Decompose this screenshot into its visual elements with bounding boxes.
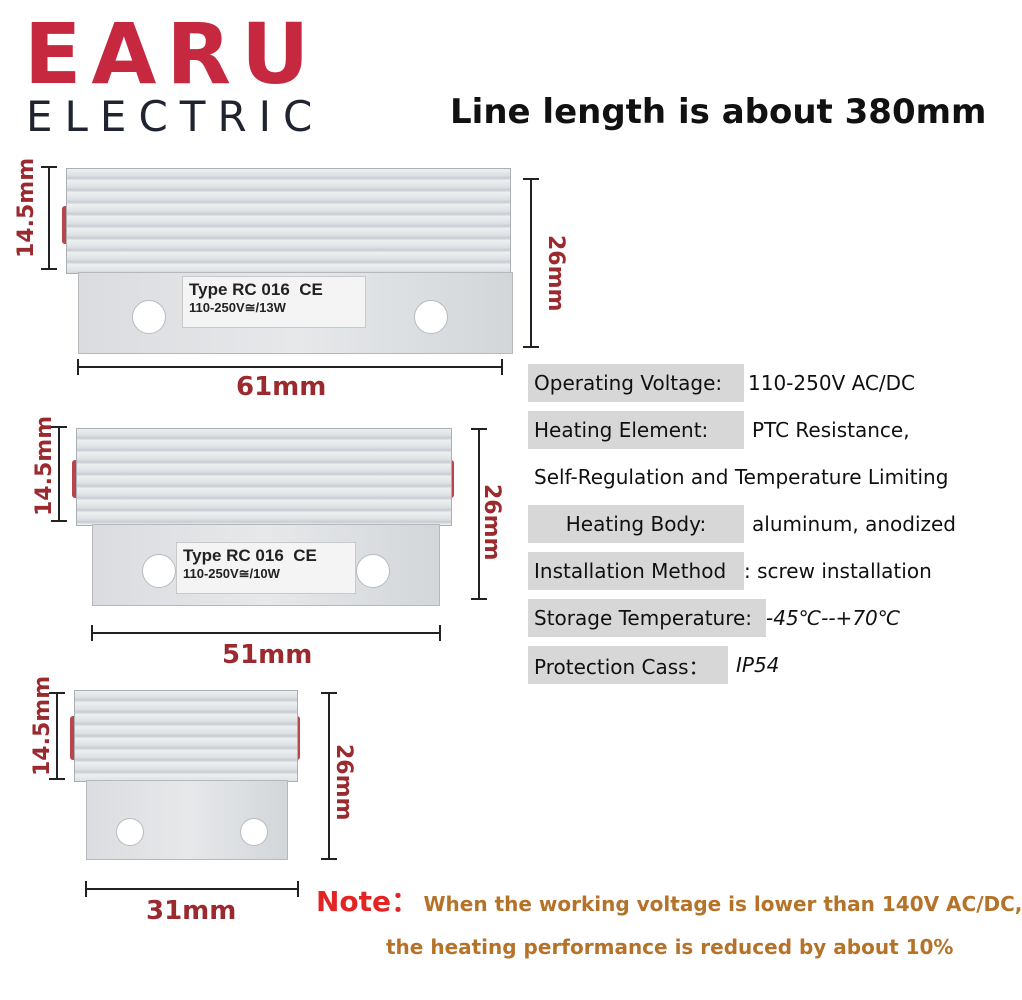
spec-label: Installation Method — [528, 552, 744, 590]
dim-tick — [321, 858, 337, 860]
dim-tick — [471, 428, 487, 430]
label-rating: 110-250V≅/10W — [183, 566, 280, 581]
spec-label: Storage Temperature: — [528, 599, 766, 637]
dim-total-height: 26mm — [331, 744, 356, 821]
dim-width: 61mm — [236, 372, 327, 402]
product-label: Type RC 016 CE 110-250V≅/13W — [182, 276, 366, 328]
dim-tick — [41, 268, 57, 270]
spec-row-storage: Storage Temperature: -45℃--+70℃ — [528, 599, 900, 637]
dim-line-horizontal — [78, 366, 502, 368]
dim-line-vertical — [56, 692, 58, 780]
label-type: Type RC 016 — [183, 546, 284, 565]
dim-width: 51mm — [222, 640, 313, 670]
dim-tick — [51, 520, 67, 522]
screw-hole — [132, 300, 166, 334]
screw-hole — [142, 554, 176, 588]
dim-tick — [523, 346, 539, 348]
heater-61mm: Type RC 016 CE 110-250V≅/13W — [62, 168, 513, 354]
screw-hole — [116, 818, 144, 846]
spec-label: Operating Voltage: — [528, 364, 744, 402]
dim-tick — [523, 178, 539, 180]
dim-line-vertical — [328, 692, 330, 860]
spec-label: Self-Regulation and Temperature Limiting — [534, 465, 949, 489]
dim-line-vertical — [478, 428, 480, 600]
spec-value: -45℃--+70℃ — [766, 606, 901, 630]
spec-label: Protection Cass： — [528, 646, 728, 684]
dim-tick — [85, 881, 87, 897]
heater-51mm: Type RC 016 CE 110-250V≅/10W — [72, 428, 454, 606]
dim-tick — [297, 881, 299, 897]
dim-total-height: 26mm — [543, 235, 568, 312]
dim-line-vertical — [48, 166, 50, 270]
dim-tick — [51, 426, 67, 428]
dim-total-height: 26mm — [479, 484, 504, 561]
heat-sink-fins — [66, 168, 511, 274]
note-line-2: the heating performance is reduced by ab… — [386, 935, 954, 959]
dim-width: 31mm — [146, 896, 237, 926]
dim-line-horizontal — [86, 888, 298, 890]
dim-tick — [77, 359, 79, 375]
brand-tagline: ELECTRIC — [26, 92, 325, 141]
heater-31mm — [70, 690, 300, 860]
spec-value: aluminum, anodized — [752, 512, 956, 536]
spec-row-element: Heating Element: PTC Resistance, — [528, 411, 910, 449]
dim-tick — [49, 692, 65, 694]
dim-tick — [321, 692, 337, 694]
dim-tick — [91, 625, 93, 641]
spec-value: PTC Resistance, — [752, 418, 910, 442]
spec-label: Heating Body: — [528, 505, 744, 543]
dim-line-vertical — [58, 426, 60, 522]
screw-hole — [240, 818, 268, 846]
dim-tick — [49, 778, 65, 780]
dim-line-vertical — [530, 178, 532, 348]
label-type: Type RC 016 — [189, 280, 290, 299]
note-label: Note： — [316, 885, 420, 918]
dim-tick — [471, 598, 487, 600]
dim-tick — [41, 166, 57, 168]
dim-line-horizontal — [92, 632, 440, 634]
product-label: Type RC 016 CE 110-250V≅/10W — [176, 542, 356, 594]
note-text: When the working voltage is lower than 1… — [423, 892, 1022, 916]
label-rating: 110-250V≅/13W — [189, 300, 286, 315]
dim-tick — [501, 359, 503, 375]
spec-row-voltage: Operating Voltage: 110-250V AC/DC — [528, 364, 915, 402]
heat-sink-fins — [76, 428, 452, 526]
heat-sink-fins — [74, 690, 298, 782]
screw-hole — [414, 300, 448, 334]
dim-fin-height: 14.5mm — [30, 675, 55, 776]
spec-value: IP54 — [736, 653, 780, 677]
spec-row-installation: Installation Method : screw installation — [528, 552, 932, 590]
dim-fin-height: 14.5mm — [32, 415, 57, 516]
ce-mark-icon: CE — [293, 546, 317, 565]
spec-row-protection: Protection Cass： IP54 — [528, 646, 779, 684]
spec-row-regulation: Self-Regulation and Temperature Limiting — [528, 458, 954, 496]
ce-mark-icon: CE — [299, 280, 323, 299]
note-line-1: Note： When the working voltage is lower … — [316, 880, 1022, 920]
spec-row-body: Heating Body: aluminum, anodized — [528, 505, 956, 543]
headline: Line length is about 380mm — [450, 92, 987, 132]
spec-value: : screw installation — [744, 559, 932, 583]
brand-logo: EARU — [24, 5, 320, 103]
spec-value: 110-250V AC/DC — [748, 371, 916, 395]
screw-hole — [356, 554, 390, 588]
spec-label: Heating Element: — [528, 411, 744, 449]
dim-fin-height: 14.5mm — [14, 157, 39, 258]
dim-tick — [439, 625, 441, 641]
